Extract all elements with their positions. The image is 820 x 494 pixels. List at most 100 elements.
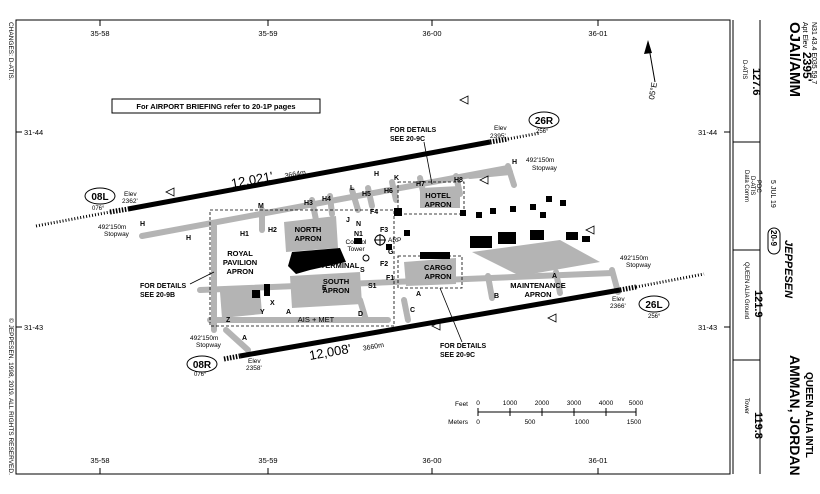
approach-lights (35, 210, 111, 228)
cargo-apron (404, 258, 456, 286)
lat-label-right: 31-43 (698, 323, 717, 332)
taxiway-label: H4 (322, 196, 331, 203)
control-tower-icon (362, 254, 370, 262)
taxiway-label: H8 (454, 177, 463, 184)
taxiway-label: H3 (304, 200, 313, 207)
approach-lights (635, 272, 705, 289)
stopway-note-08L: 492'150m (98, 224, 126, 231)
taxiway-label: H (186, 235, 191, 242)
north-arrow: 05°E (644, 40, 659, 100)
svg-text:Meters: Meters (448, 419, 469, 426)
lon-bottom-label: 36-01 (588, 456, 607, 465)
svg-text:256°: 256° (648, 314, 661, 320)
taxiway-label: F1 (386, 275, 394, 282)
taxiway-label: N (356, 221, 361, 228)
taxiway-label: F3 (380, 227, 388, 234)
freq-label: QUEEN ALIA Ground (743, 262, 749, 319)
svg-text:1000: 1000 (575, 419, 590, 426)
stopway-note-08R: 492'150m (190, 335, 218, 342)
taxiway-label: H2 (268, 227, 277, 234)
freq-value: 121.9 (752, 290, 764, 318)
cargo-apron-label: APRON (424, 272, 451, 281)
details-note-top: SEE 20-9C (390, 136, 425, 143)
runway-08L-26R (35, 131, 541, 228)
taxiway-label: H6 (384, 188, 393, 195)
details-note-left: FOR DETAILS (140, 283, 186, 290)
elev-08R: 2358' (246, 365, 262, 372)
taxiway-label: H (374, 171, 379, 178)
approach-lights (507, 131, 541, 141)
apt-elev-label: Apt Elev (801, 22, 808, 49)
taxiway-label: E (322, 285, 327, 292)
svg-text:2000: 2000 (535, 400, 550, 407)
scale-bar: Feet Meters 0 1000 2000 3000 4000 5000 0… (448, 400, 643, 426)
frequency-column: D-ATIS 127.6 Data Comm D-ATIS PDC QUEEN … (741, 60, 764, 439)
details-leaders (189, 141, 463, 343)
stopway-note-08R: Stopway (196, 342, 222, 349)
taxiway-label: F4 (370, 209, 378, 216)
taxiway-label: S1 (368, 283, 377, 290)
taxiway-label: A (416, 291, 421, 298)
lat-label-right: 31-44 (698, 128, 717, 137)
royal-apron (220, 288, 262, 318)
taxiway-label: Y (260, 309, 265, 316)
royal-apron-label: ROYAL (227, 249, 253, 258)
taxiway-label: H1 (240, 231, 249, 238)
taxiway-label: D (358, 311, 363, 318)
maintenance-apron-label: MAINTENANCE (510, 281, 565, 290)
svg-text:3660m: 3660m (362, 342, 384, 353)
control-tower-label: Tower (347, 246, 365, 253)
buildings (252, 196, 590, 298)
taxiway-label: J (346, 217, 350, 224)
north-apron-label: APRON (294, 234, 321, 243)
svg-text:3664m: 3664m (284, 169, 306, 180)
header-block: OJAI/AMM Apt Elev 2395' N31 43.4 E035 59… (767, 22, 817, 476)
svg-text:08R: 08R (193, 360, 212, 371)
publisher-logo: JEPPESEN (782, 240, 794, 299)
taxiway-label: H5 (362, 191, 371, 198)
details-note-top: FOR DETAILS (390, 127, 436, 134)
details-note-bottom: FOR DETAILS (440, 343, 486, 350)
chart-frame (15, 19, 731, 475)
elev-26R: Elev (494, 125, 507, 132)
royal-apron-label: PAVILION (223, 258, 257, 267)
royal-apron-label: APRON (226, 267, 253, 276)
svg-text:Feet: Feet (455, 401, 468, 408)
south-apron-label: SOUTH (323, 277, 349, 286)
hotspot-markers (165, 95, 595, 331)
freq-label: Data Comm (743, 170, 749, 202)
taxiway-label: N1 (354, 231, 363, 238)
lon-top-label: 36-01 (588, 29, 607, 38)
stopway-note-26L: Stopway (626, 262, 652, 269)
page-number: 20-9 (769, 230, 778, 247)
taxiway-label: H (140, 221, 145, 228)
lat-label-left: 31-44 (24, 128, 43, 137)
freq-label: PDC (755, 180, 761, 193)
freq-label: D-ATIS (741, 60, 747, 79)
south-apron (290, 272, 362, 308)
taxiway-label: F2 (380, 261, 388, 268)
taxiway-label: G (388, 249, 394, 256)
svg-text:4000: 4000 (599, 400, 614, 407)
taxiway-label: S (360, 267, 365, 274)
freq-value: 127.6 (750, 68, 762, 96)
apron-areas (220, 186, 600, 318)
detail-box-left (209, 209, 395, 327)
taxiway-label: C (410, 307, 415, 314)
svg-text:0: 0 (476, 419, 480, 426)
lat-label-left: 31-43 (24, 323, 43, 332)
airport-name: QUEEN ALIA INTL (803, 372, 814, 458)
variation-label: 05°E (647, 82, 659, 101)
terminal-building (288, 248, 346, 274)
freq-value: 119.8 (752, 412, 764, 439)
taxiway-label: K (394, 175, 399, 182)
maintenance-apron-label: APRON (524, 290, 551, 299)
svg-text:12,008': 12,008' (308, 341, 352, 363)
svg-text:076°: 076° (194, 372, 207, 378)
lon-top-label: 36-00 (422, 29, 441, 38)
briefing-note: For AIRPORT BRIEFING refer to 20-1P page… (136, 102, 295, 111)
elev-08R: Elev (248, 358, 261, 365)
taxiway-label: B (494, 293, 499, 300)
runway-end-26R: 26R 256° (528, 111, 560, 135)
